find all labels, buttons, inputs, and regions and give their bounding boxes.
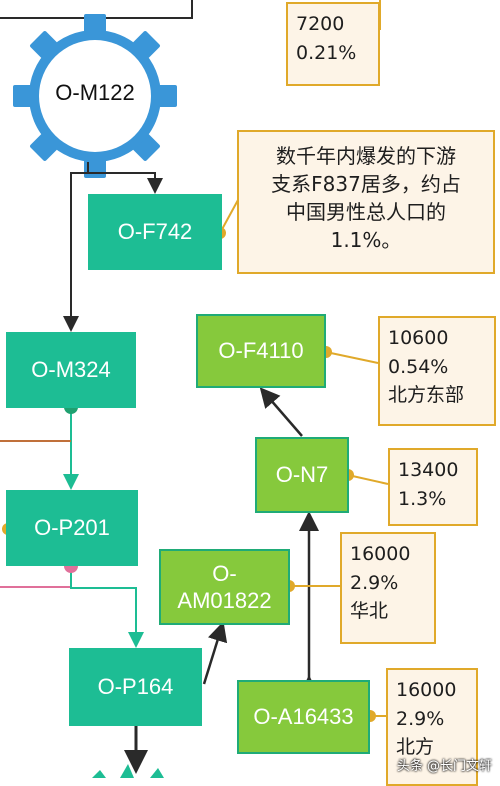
node-label-line-2: AM01822 (177, 588, 272, 613)
note-line: 1.1%。 (330, 228, 402, 252)
connector-gear-f742 (87, 162, 163, 194)
callout-line-f4110 (325, 351, 379, 364)
side-line-pink (0, 566, 72, 588)
note-f4110: 10600 0.54% 北方东部 (378, 316, 496, 426)
note-line: 北方东部 (388, 384, 465, 406)
watermark: 头条 @长门文轩 (396, 759, 492, 774)
note-line: 10600 (388, 327, 449, 349)
note-a16433: 16000 2.9% 北方 (386, 668, 478, 786)
gear-label: O-M122 (55, 80, 135, 105)
node-o-p201[interactable]: O-P201 (6, 490, 138, 566)
node-o-am01822[interactable]: O- AM01822 (159, 549, 290, 625)
note-line: 13400 (398, 459, 459, 481)
note-line: 16000 (396, 679, 457, 701)
node-o-f742[interactable]: O-F742 (88, 194, 222, 270)
callout-line-f742 (219, 199, 239, 234)
note-line: 中国男性总人口的 (286, 200, 446, 224)
note-line: 7200 (296, 13, 345, 35)
note-line: 0.21% (296, 41, 357, 64)
gear-fragment-icon (92, 764, 164, 778)
node-o-p164[interactable]: O-P164 (69, 648, 202, 726)
note-top: 7200 0.21% (286, 2, 380, 86)
node-o-f4110[interactable]: O-F4110 (196, 314, 326, 388)
gear-icon (13, 14, 177, 178)
note-line: 北方 (396, 736, 435, 758)
connector-gear-m324 (63, 172, 88, 332)
node-label-line-1: O- (212, 560, 237, 586)
node-label: O-N7 (275, 462, 329, 488)
connector-p201-p164 (70, 566, 144, 648)
note-line: 华北 (350, 600, 389, 622)
note-line: 数千年内爆发的下游 (276, 144, 456, 168)
note-line: 16000 (350, 543, 411, 565)
node-o-a16433[interactable]: O-A16433 (237, 680, 370, 754)
node-label: O-M324 (31, 357, 111, 383)
node-label: O-F4110 (218, 338, 304, 364)
node-o-m324[interactable]: O-M324 (6, 332, 136, 408)
note-line: 支系F837居多，约占 (271, 172, 461, 196)
top-bracket-line (0, 0, 193, 19)
node-label: O-A16433 (253, 704, 354, 730)
note-n7: 13400 1.3% (388, 448, 478, 526)
note-am01822: 16000 2.9% 华北 (340, 532, 436, 644)
connector-n7-f4110 (259, 387, 303, 437)
node-o-n7[interactable]: O-N7 (255, 437, 349, 513)
note-f742: 数千年内爆发的下游 支系F837居多，约占 中国男性总人口的 1.1%。 (237, 130, 495, 274)
note-line: 1.3% (398, 487, 447, 510)
note-line: 2.9% (396, 707, 445, 730)
node-label: O-F742 (117, 219, 193, 245)
note-line: 0.54% (388, 355, 449, 378)
connector-p164-am01822 (202, 621, 228, 685)
callout-line-n7 (347, 474, 389, 485)
node-label: O-P164 (97, 674, 174, 700)
note-line: 2.9% (350, 571, 399, 594)
node-label: O-P201 (34, 515, 110, 541)
